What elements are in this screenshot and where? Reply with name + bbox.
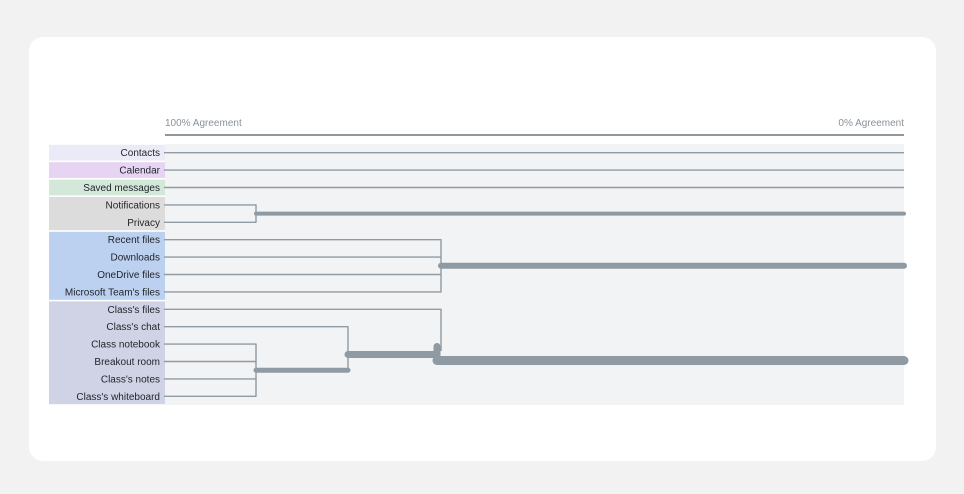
leaf-label: Class's whiteboard [76, 392, 160, 403]
leaf-label: Notifications [106, 200, 160, 211]
group-band-g1 [49, 144, 165, 161]
leaf-label: Class notebook [91, 340, 161, 351]
group-band-g3 [49, 179, 165, 196]
group-band-g2 [49, 162, 165, 178]
group-band-g6 [49, 301, 165, 405]
group-band-g4 [49, 197, 165, 231]
scale-right-label: 0% Agreement [838, 118, 904, 129]
leaf-label: Calendar [119, 166, 160, 177]
leaf-label: Microsoft Team's files [65, 287, 160, 298]
leaf-label: Recent files [108, 235, 160, 246]
leaf-label: Downloads [111, 253, 160, 264]
leaf-label: Class's files [108, 305, 160, 316]
leaf-label: Class's chat [106, 322, 160, 333]
leaf-label: Saved messages [83, 183, 160, 194]
group-band-g5 [49, 231, 165, 300]
scale-left-label: 100% Agreement [165, 118, 242, 129]
leaf-label: Class's notes [101, 374, 160, 385]
leaf-label: Contacts [121, 148, 160, 159]
leaf-label: Privacy [127, 218, 160, 229]
leaf-label: OneDrive files [97, 270, 160, 281]
leaf-label: Breakout room [94, 357, 160, 368]
